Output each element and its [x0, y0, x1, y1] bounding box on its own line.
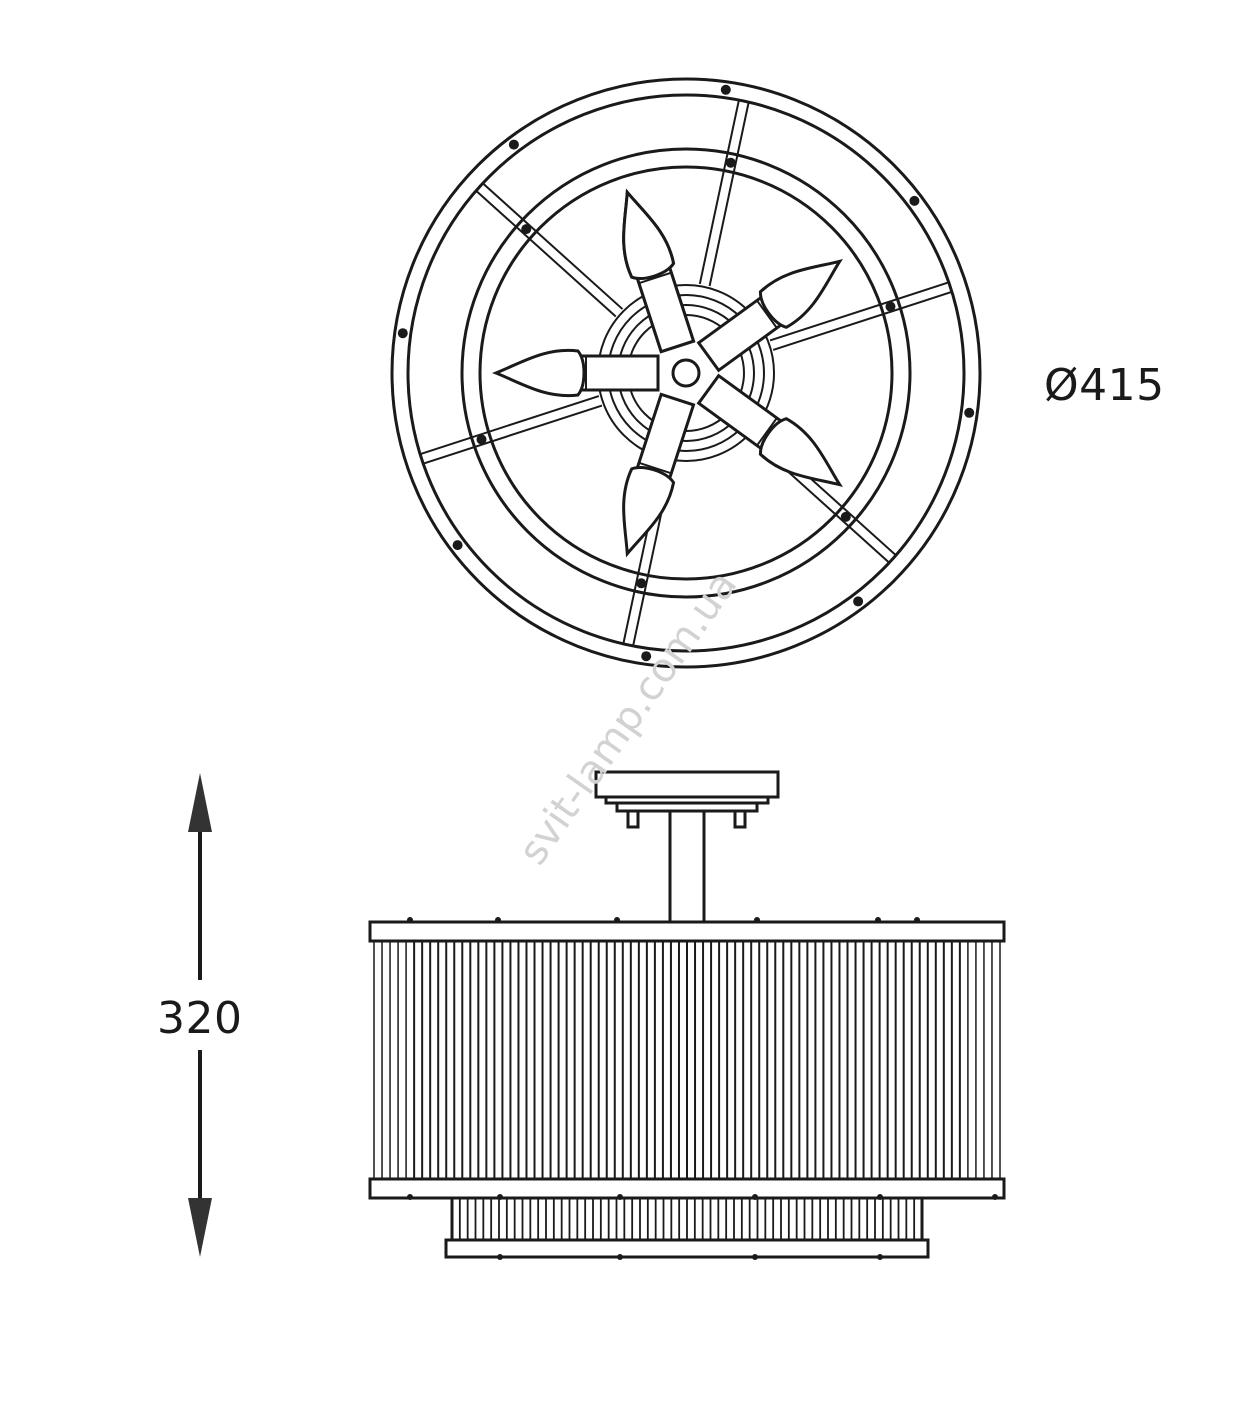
flame-bulb — [491, 348, 586, 398]
inner-ring-inner — [478, 165, 894, 581]
spoke-line — [422, 404, 603, 465]
bottom-band-screw — [617, 1194, 623, 1200]
candle-sleeve — [574, 354, 660, 392]
rim-screw — [452, 540, 463, 551]
bottom-band-screw — [752, 1194, 758, 1200]
spoke-line — [772, 290, 953, 351]
canopy-bolt-left — [626, 809, 640, 829]
spoke-screw — [476, 434, 487, 445]
lower-band-screw — [877, 1254, 883, 1260]
hub-center — [671, 358, 701, 388]
rim-screw — [641, 651, 652, 662]
sleeve-ring — [756, 417, 778, 447]
flame-bulb — [758, 258, 843, 329]
canopy-plate — [594, 770, 780, 799]
outer-rim-outer — [390, 77, 982, 669]
candle-bulb — [491, 348, 660, 398]
rim-screw — [508, 139, 519, 150]
flame-bulb — [758, 417, 843, 488]
top-band-screw — [875, 917, 881, 923]
height-dimension-arrow — [188, 773, 212, 1257]
rim-screw — [964, 407, 975, 418]
bulbs — [491, 188, 843, 558]
candle-bulb — [622, 392, 696, 558]
rim-screw — [853, 596, 864, 607]
height-label: 320 — [157, 993, 243, 1044]
arrowhead-down — [188, 1198, 212, 1257]
flame-bulb — [622, 466, 676, 558]
sleeve-ring — [756, 299, 778, 329]
top-view — [390, 77, 982, 669]
bottom-band-screw — [992, 1194, 998, 1200]
top-band-screw — [914, 917, 920, 923]
spoke-line — [708, 101, 750, 287]
downrod — [668, 809, 706, 925]
spoke-screw — [636, 578, 647, 589]
upper-shade-ribs — [373, 941, 1001, 1179]
diameter-label: Ø415 — [1044, 360, 1165, 411]
sleeve-ring — [638, 271, 672, 285]
lower-shade-bottom-band — [444, 1238, 930, 1259]
spoke — [419, 395, 603, 465]
canopy-bolt-right — [733, 809, 747, 829]
spoke-screw — [521, 224, 532, 235]
top-band-screw — [754, 917, 760, 923]
lower-shade-ribs — [450, 1198, 924, 1240]
inner-ring-outer — [460, 147, 912, 599]
arrowhead-up — [188, 773, 212, 832]
rim-screw — [397, 328, 408, 339]
bottom-band-screw — [497, 1194, 503, 1200]
lower-band-screw — [617, 1254, 623, 1260]
top-band-screw — [407, 917, 413, 923]
top-band-screw — [495, 917, 501, 923]
spoke — [769, 281, 953, 351]
spoke-line — [698, 99, 740, 285]
spoke — [698, 99, 750, 287]
spoke-line — [419, 395, 600, 456]
spoke-screw — [725, 157, 736, 168]
side-view — [368, 770, 1006, 1260]
rim-screw — [909, 195, 920, 206]
bottom-band-screw — [407, 1194, 413, 1200]
top-band-screw — [614, 917, 620, 923]
rim-screws — [397, 84, 975, 662]
spoke-screw — [885, 301, 896, 312]
outer-rim-inner — [406, 93, 966, 653]
spoke-line — [482, 182, 624, 310]
lower-band-screw — [752, 1254, 758, 1260]
spoke-line — [769, 281, 950, 342]
flame-bulb — [622, 188, 676, 280]
candle-bulb — [696, 258, 843, 373]
upper-shade-bottom-band — [368, 1177, 1006, 1200]
side-screws — [407, 917, 998, 1260]
spoke-screw — [840, 511, 851, 522]
spoke-line — [475, 189, 617, 318]
bottom-band-screw — [877, 1194, 883, 1200]
spoke — [475, 182, 624, 318]
lower-band-screw — [497, 1254, 503, 1260]
upper-shade-top-band — [368, 920, 1006, 943]
candle-bulb — [696, 373, 843, 488]
rim-screw — [720, 84, 731, 95]
sleeve-ring — [638, 461, 672, 475]
candle-bulb — [622, 188, 696, 354]
